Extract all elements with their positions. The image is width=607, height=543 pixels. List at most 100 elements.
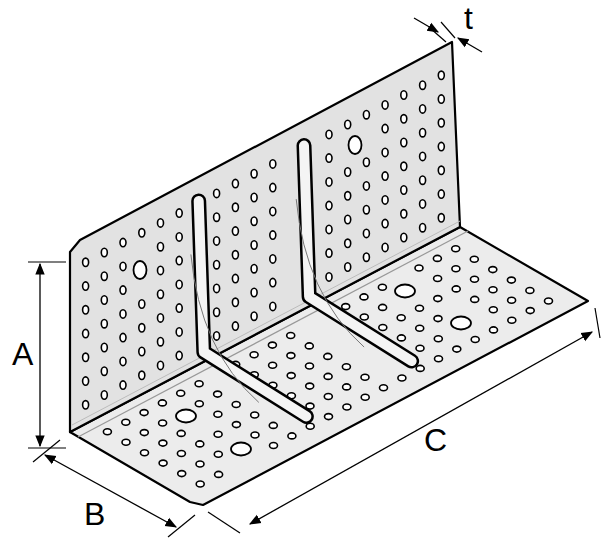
nail-hole	[177, 390, 185, 396]
dimension-label: C	[424, 424, 447, 456]
nail-hole	[342, 364, 350, 370]
nail-hole	[342, 304, 350, 310]
nail-hole	[270, 302, 276, 310]
rib-crease	[296, 199, 364, 347]
nail-hole	[251, 412, 259, 418]
nail-hole	[176, 233, 182, 241]
nail-hole	[269, 422, 277, 428]
nail-hole	[177, 451, 185, 457]
nail-hole	[251, 312, 257, 320]
nail-hole	[363, 111, 369, 119]
nail-hole	[420, 224, 426, 232]
nail-hole	[345, 168, 351, 176]
nail-hole	[215, 471, 223, 477]
nail-hole	[382, 148, 388, 156]
nail-hole	[471, 276, 479, 282]
nail-hole	[382, 101, 388, 109]
nail-hole	[120, 333, 126, 341]
nail-hole	[139, 324, 145, 332]
nail-hole	[438, 71, 444, 79]
nail-hole	[101, 343, 107, 351]
nail-hole	[232, 203, 238, 211]
nail-hole	[397, 335, 405, 341]
nail-hole	[363, 253, 369, 261]
nail-hole	[401, 233, 407, 241]
nail-hole	[401, 162, 407, 170]
anchor-hole	[176, 410, 196, 423]
nail-hole	[435, 356, 443, 362]
nail-hole	[438, 119, 444, 127]
nail-hole	[270, 443, 278, 449]
nail-hole	[326, 225, 332, 233]
nail-hole	[420, 129, 426, 137]
nail-hole	[268, 342, 276, 348]
nail-hole	[508, 317, 516, 323]
nail-hole	[508, 297, 516, 303]
nail-hole	[214, 261, 220, 269]
nail-hole	[251, 170, 257, 178]
nail-hole	[526, 308, 534, 314]
nail-hole	[120, 262, 126, 270]
nail-hole	[288, 433, 296, 439]
rib-outline	[304, 146, 412, 361]
nail-hole	[101, 296, 107, 304]
nail-hole	[176, 209, 182, 217]
dimension-line	[414, 18, 438, 32]
nail-hole	[287, 353, 295, 359]
nail-hole	[83, 258, 89, 266]
back-plate	[70, 42, 460, 432]
nail-hole	[196, 481, 204, 487]
nail-hole	[470, 256, 478, 262]
nail-hole	[489, 307, 497, 313]
nail-hole	[159, 460, 167, 466]
extension-line	[33, 440, 60, 462]
nail-hole	[269, 362, 277, 368]
rib-crease	[191, 254, 259, 402]
nail-hole	[343, 384, 351, 390]
nail-hole	[326, 130, 332, 138]
nail-hole	[453, 346, 461, 352]
nail-hole	[251, 432, 259, 438]
nail-hole	[382, 124, 388, 132]
nail-hole	[232, 251, 238, 259]
nail-hole	[326, 178, 332, 186]
nail-hole	[345, 120, 351, 128]
nail-hole	[416, 305, 424, 311]
nail-hole	[101, 391, 107, 399]
nail-hole	[158, 400, 166, 406]
nail-hole	[382, 243, 388, 251]
nail-hole	[232, 298, 238, 306]
nail-hole	[251, 241, 257, 249]
nail-hole	[507, 277, 515, 283]
nail-hole	[306, 383, 314, 389]
nail-hole	[83, 306, 89, 314]
anchor-hole	[395, 285, 415, 298]
nail-hole	[214, 213, 220, 221]
nail-hole	[214, 189, 220, 197]
nail-hole	[270, 278, 276, 286]
nail-hole	[343, 404, 351, 410]
nail-hole	[438, 142, 444, 150]
nail-hole	[401, 115, 407, 123]
rib-outline	[199, 201, 307, 416]
nail-hole	[326, 273, 332, 281]
nail-hole	[363, 158, 369, 166]
nail-hole	[120, 381, 126, 389]
nail-hole	[420, 105, 426, 113]
nail-hole	[401, 138, 407, 146]
extension-line	[28, 261, 66, 262]
nail-hole	[159, 440, 167, 446]
nail-hole	[214, 411, 222, 417]
rib-face	[199, 201, 307, 416]
nail-hole	[420, 176, 426, 184]
nail-hole	[401, 186, 407, 194]
nail-hole	[177, 430, 185, 436]
nail-hole	[326, 249, 332, 257]
nail-hole	[158, 314, 164, 322]
nail-hole	[176, 351, 182, 359]
nail-hole	[101, 272, 107, 280]
nail-hole	[101, 320, 107, 328]
nail-hole	[270, 207, 276, 215]
nail-hole	[434, 316, 442, 322]
nail-hole	[471, 296, 479, 302]
